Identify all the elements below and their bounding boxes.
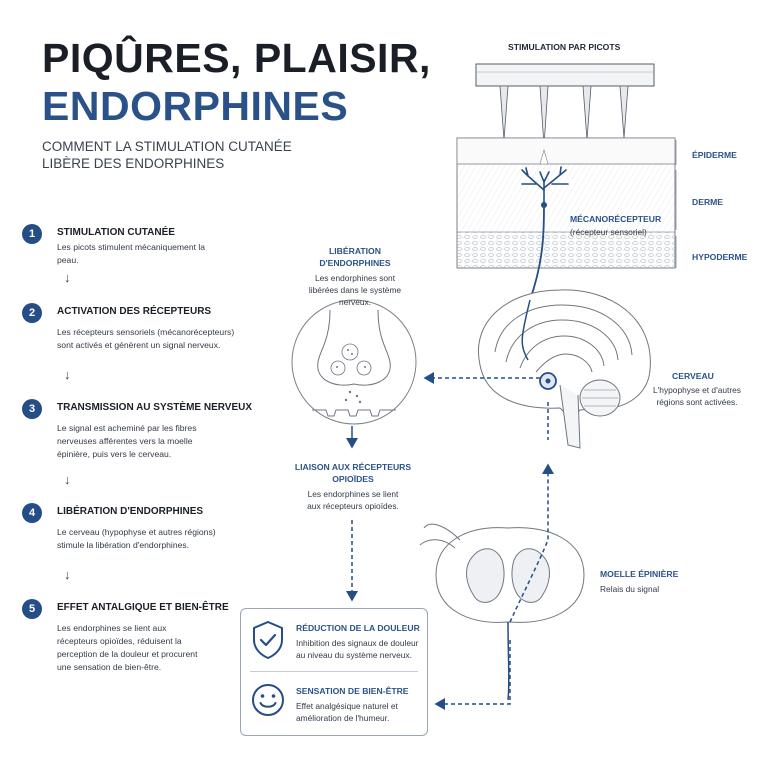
liberation-title-2: D'ENDORPHINES: [319, 258, 391, 268]
liaison-title-1: LIAISON AUX RÉCEPTEURS: [294, 462, 412, 472]
step-3-number: 3: [22, 399, 42, 419]
cerveau-desc: L'hypophyse et d'autres régions sont act…: [653, 385, 741, 407]
skin-block: [456, 137, 676, 269]
smiley-icon: [252, 684, 284, 716]
step-3-title: TRANSMISSION AU SYSTÈME NERVEUX: [57, 402, 253, 413]
epiderme-label: ÉPIDERME: [692, 150, 737, 160]
moelle-title: MOELLE ÉPINIÈRE: [600, 569, 679, 579]
arrow-down-icon: ↓: [64, 472, 71, 487]
effects-divider: [250, 671, 418, 672]
liberation-desc: Les endorphines sont libérées dans le sy…: [308, 273, 402, 307]
spinal-cord-illustration: [419, 523, 585, 623]
liberation-title-1: LIBÉRATION: [329, 246, 381, 256]
arrow-down-icon: ↓: [64, 367, 71, 382]
effect-2-title: SENSATION DE BIEN-ÊTRE: [296, 686, 409, 696]
arrow-down-icon: ↓: [64, 567, 71, 582]
step-4-desc: Le cerveau (hypophyse et autres régions)…: [57, 527, 216, 550]
effect-1-title: RÉDUCTION DE LA DOULEUR: [296, 623, 420, 633]
step-5-number: 5: [22, 599, 42, 619]
cerveau-title: CERVEAU: [672, 371, 714, 381]
liaison-title-2: OPIOÏDES: [332, 474, 374, 484]
step-4-number: 4: [22, 503, 42, 523]
step-5-desc: Les endorphines se lient aux récepteurs …: [57, 623, 198, 672]
effect-1-desc: Inhibition des signaux de douleur au niv…: [296, 638, 419, 660]
step-4-title: LIBÉRATION D'ENDORPHINES: [57, 506, 204, 517]
hypoderme-label: HYPODERME: [692, 252, 748, 262]
step-2-desc: Les récepteurs sensoriels (mécanorécepte…: [57, 327, 235, 350]
moelle-desc: Relais du signal: [600, 584, 660, 594]
brain-illustration: [478, 289, 651, 449]
liaison-desc: Les endorphines se lient aux récepteurs …: [307, 489, 399, 511]
step-1-title: STIMULATION CUTANÉE: [57, 227, 175, 238]
title-line-2: ENDORPHINES: [42, 83, 349, 129]
step-1-number: 1: [22, 224, 42, 244]
title-line-1: PIQÛRES, PLAISIR,: [42, 35, 431, 81]
synapse-illustration: [291, 299, 417, 425]
subtitle: COMMENT LA STIMULATION CUTANÉE LIBÈRE DE…: [42, 139, 292, 171]
step-5-title: EFFET ANTALGIQUE ET BIEN-ÊTRE: [57, 602, 229, 613]
shield-check-icon: [253, 620, 283, 660]
step-3-desc: Le signal est acheminé par les fibres ne…: [57, 423, 197, 459]
arrow-down-icon: ↓: [64, 270, 71, 285]
receptor-subtitle: (récepteur sensoriel): [570, 227, 647, 237]
effect-2-desc: Effet analgésique naturel et amélioratio…: [296, 701, 398, 723]
step-2-number: 2: [22, 303, 42, 323]
step-1-desc: Les picots stimulent mécaniquement la pe…: [57, 242, 206, 265]
step-2-title: ACTIVATION DES RÉCEPTEURS: [57, 306, 212, 317]
receptor-title: MÉCANORÉCEPTEUR: [570, 214, 662, 224]
derme-label: DERME: [692, 197, 724, 207]
stimulation-label: STIMULATION PAR PICOTS: [508, 42, 621, 52]
needle-plate: [475, 63, 655, 147]
mechanoreceptor-neuron: [521, 166, 569, 301]
